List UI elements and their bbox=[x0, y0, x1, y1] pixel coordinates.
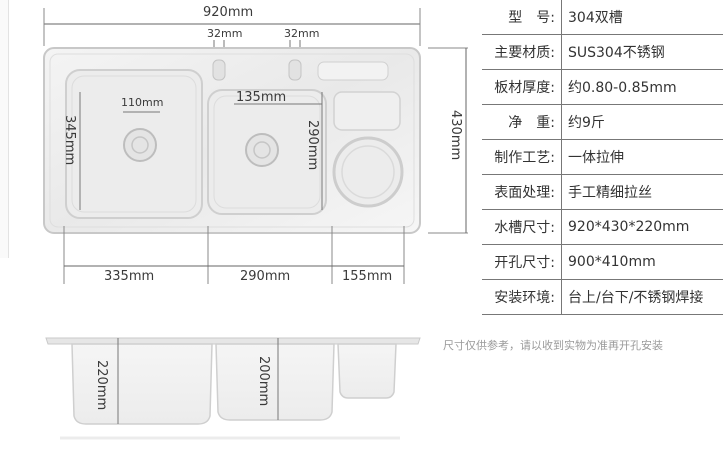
bottom-width-3-label: 155mm bbox=[342, 269, 393, 284]
spec-label: 主要材质: bbox=[482, 35, 562, 69]
side-rim bbox=[45, 337, 421, 345]
spec-row: 制作工艺: 一体拉伸 bbox=[482, 139, 723, 174]
spec-row: 主要材质: SUS304不锈钢 bbox=[482, 34, 723, 69]
left-edge-panel bbox=[0, 0, 9, 258]
side-right-bowl bbox=[337, 343, 397, 399]
side-middle-bowl bbox=[215, 343, 335, 421]
faucet-hole-2-label: 32mm bbox=[284, 27, 320, 40]
spec-row: 表面处理: 手工精细拉丝 bbox=[482, 174, 723, 209]
spec-label: 型 号: bbox=[482, 0, 562, 34]
overall-depth-label: 430mm bbox=[448, 110, 463, 161]
spec-value: SUS304不锈钢 bbox=[568, 45, 665, 61]
side-left-bowl bbox=[71, 343, 213, 425]
spec-value: 约0.80-0.85mm bbox=[568, 80, 677, 96]
spec-label: 水槽尺寸: bbox=[482, 210, 562, 244]
bottom-width-1-label: 335mm bbox=[104, 269, 155, 284]
middle-bowl-width-label: 135mm bbox=[236, 90, 287, 105]
side-left-depth-label: 220mm bbox=[94, 360, 109, 411]
drain-size-label: 110mm bbox=[121, 96, 164, 109]
spec-value: 手工精细拉丝 bbox=[568, 185, 652, 201]
sink-side-view-drawing bbox=[45, 337, 421, 440]
overall-width-label: 920mm bbox=[203, 5, 254, 20]
spec-value: 304双槽 bbox=[568, 10, 623, 26]
spec-value: 920*430*220mm bbox=[568, 219, 690, 235]
spec-value: 台上/台下/不锈钢焊接 bbox=[568, 290, 704, 306]
disclaimer-note: 尺寸仅供参考，请以收到实物为准再开孔安装 bbox=[443, 339, 663, 352]
side-middle-depth-label: 200mm bbox=[256, 356, 271, 407]
spec-label: 净 重: bbox=[482, 105, 562, 139]
spec-row: 水槽尺寸: 920*430*220mm bbox=[482, 209, 723, 244]
spec-value: 900*410mm bbox=[568, 254, 656, 270]
spec-value: 约9斤 bbox=[568, 115, 605, 131]
spec-row: 板材厚度: 约0.80-0.85mm bbox=[482, 69, 723, 104]
sink-top-view-drawing bbox=[43, 8, 468, 284]
soap-slot bbox=[317, 61, 389, 81]
spec-row: 开孔尺寸: 900*410mm bbox=[482, 244, 723, 279]
faucet-hole-left bbox=[212, 59, 226, 81]
spec-value: 一体拉伸 bbox=[568, 150, 624, 166]
spec-table: 型 号: 304双槽 主要材质: SUS304不锈钢 板材厚度: 约0.80-0… bbox=[482, 0, 723, 315]
bottom-width-2-label: 290mm bbox=[240, 269, 291, 284]
spec-row: 净 重: 约9斤 bbox=[482, 104, 723, 139]
middle-drain bbox=[245, 133, 279, 167]
middle-bowl-depth-label: 290mm bbox=[305, 120, 320, 171]
spec-label: 开孔尺寸: bbox=[482, 245, 562, 279]
spec-label: 制作工艺: bbox=[482, 140, 562, 174]
left-drain bbox=[123, 128, 157, 162]
right-small-basin bbox=[333, 91, 401, 131]
round-strainer bbox=[332, 136, 404, 208]
faucet-hole-right bbox=[288, 59, 302, 81]
spec-label: 表面处理: bbox=[482, 175, 562, 209]
spec-label: 安装环境: bbox=[482, 280, 562, 314]
spec-row: 型 号: 304双槽 bbox=[482, 0, 723, 34]
spec-label: 板材厚度: bbox=[482, 70, 562, 104]
left-bowl-depth-label: 345mm bbox=[62, 115, 77, 166]
faucet-hole-1-label: 32mm bbox=[207, 27, 243, 40]
spec-row: 安装环境: 台上/台下/不锈钢焊接 bbox=[482, 279, 723, 315]
